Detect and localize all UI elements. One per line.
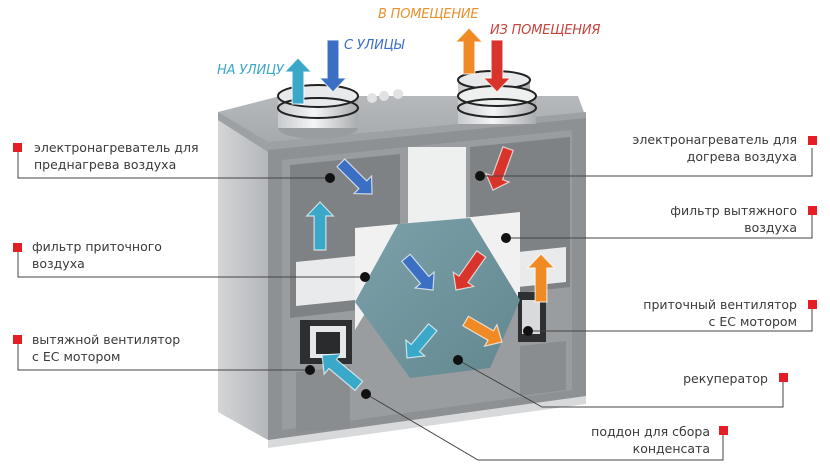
duct-left (277, 84, 359, 139)
leader-preheater (17, 148, 330, 179)
marker-exhaust-filter (808, 206, 817, 215)
leader-exhaust-fan (17, 340, 310, 371)
label-exhaust-fan: вытяжной вентилятор с ЕС мотором (32, 331, 180, 365)
arrow-from-street-hex-icon (400, 253, 435, 291)
leader-condensate-tray (365, 393, 724, 461)
label-condensate-tray-line2: конденсата (632, 441, 710, 456)
leader-recuperator (457, 359, 784, 408)
arrow-to-street-in-icon (305, 201, 335, 251)
dot-preheater (325, 173, 335, 183)
label-recuperator: рекуператор (683, 370, 768, 387)
arrow-to-street-fan-icon (321, 353, 364, 392)
label-exhaust-fan-line1: вытяжной вентилятор (32, 332, 181, 347)
label-condensate-tray: поддон для сбора конденсата (591, 423, 710, 457)
arrow-to-street-hex-icon (405, 323, 438, 359)
dot-supply-fan (523, 326, 533, 336)
arrow-from-street-duct-icon (318, 39, 348, 93)
arrow-from-room-duct-icon (482, 39, 512, 93)
marker-supply-fan (808, 300, 817, 309)
marker-condensate-tray (719, 426, 728, 435)
cable-glands (367, 89, 403, 103)
label-reheater-line2: догрева воздуха (686, 149, 797, 164)
marker-exhaust-fan (13, 335, 22, 344)
label-supply-filter: фильтр приточного воздуха (32, 238, 162, 272)
duct-right-front (457, 85, 537, 124)
flow-label-from-room: ИЗ ПОМЕЩЕНИЯ (490, 23, 601, 38)
marker-recuperator (779, 373, 788, 382)
flow-label-to-room: В ПОМЕЩЕНИЕ (378, 7, 479, 22)
dot-reheater (475, 171, 485, 181)
label-supply-fan-line2: с ЕС мотором (708, 314, 797, 329)
label-reheater-line1: электронагреватель для (632, 132, 797, 147)
label-exhaust-filter-line1: фильтр вытяжного (670, 203, 797, 218)
arrow-to-room-fan-icon (526, 253, 556, 303)
dot-recuperator (453, 355, 463, 365)
label-reheater: электронагреватель для догрева воздуха (633, 131, 797, 165)
marker-supply-filter (13, 243, 22, 252)
housing-side-panel (218, 118, 268, 440)
label-preheater: электронагреватель для преднагрева возду… (34, 139, 198, 173)
flow-label-from-street: С УЛИЦЫ (344, 38, 404, 53)
dot-supply-filter (360, 272, 370, 282)
label-exhaust-filter: фильтр вытяжного воздуха (670, 202, 797, 236)
marker-reheater (808, 136, 817, 145)
label-supply-filter-line1: фильтр приточного (32, 239, 162, 254)
arrow-from-street-in-icon (336, 158, 373, 195)
arrow-from-room-hex-icon (452, 249, 487, 291)
label-condensate-tray-line1: поддон для сбора (591, 424, 710, 439)
label-supply-fan-line1: приточный вентилятор (643, 297, 797, 312)
arrow-from-room-in-icon (484, 146, 514, 191)
arrow-to-room-hex-icon (462, 315, 503, 348)
label-preheater-line2: преднагрева воздуха (34, 157, 177, 172)
marker-preheater (13, 143, 22, 152)
label-supply-filter-line2: воздуха (32, 256, 85, 271)
flow-label-to-street: НА УЛИЦУ (217, 63, 284, 78)
label-exhaust-filter-line2: воздуха (744, 220, 797, 235)
leader-reheater (480, 148, 813, 177)
label-recuperator-line1: рекуператор (683, 371, 768, 386)
arrow-to-street-duct-icon (283, 57, 313, 105)
label-preheater-line1: электронагреватель для (34, 140, 199, 155)
dot-exhaust-fan (305, 365, 315, 375)
arrow-to-room-duct-icon (454, 27, 484, 75)
dot-condensate-tray (361, 389, 371, 399)
dot-exhaust-filter (501, 233, 511, 243)
label-exhaust-fan-line2: с ЕС мотором (32, 349, 121, 364)
leader-supply-filter (17, 248, 365, 278)
leader-exhaust-filter (506, 212, 813, 239)
label-supply-fan: приточный вентилятор с ЕС мотором (643, 296, 797, 330)
leader-supply-fan (528, 307, 813, 332)
